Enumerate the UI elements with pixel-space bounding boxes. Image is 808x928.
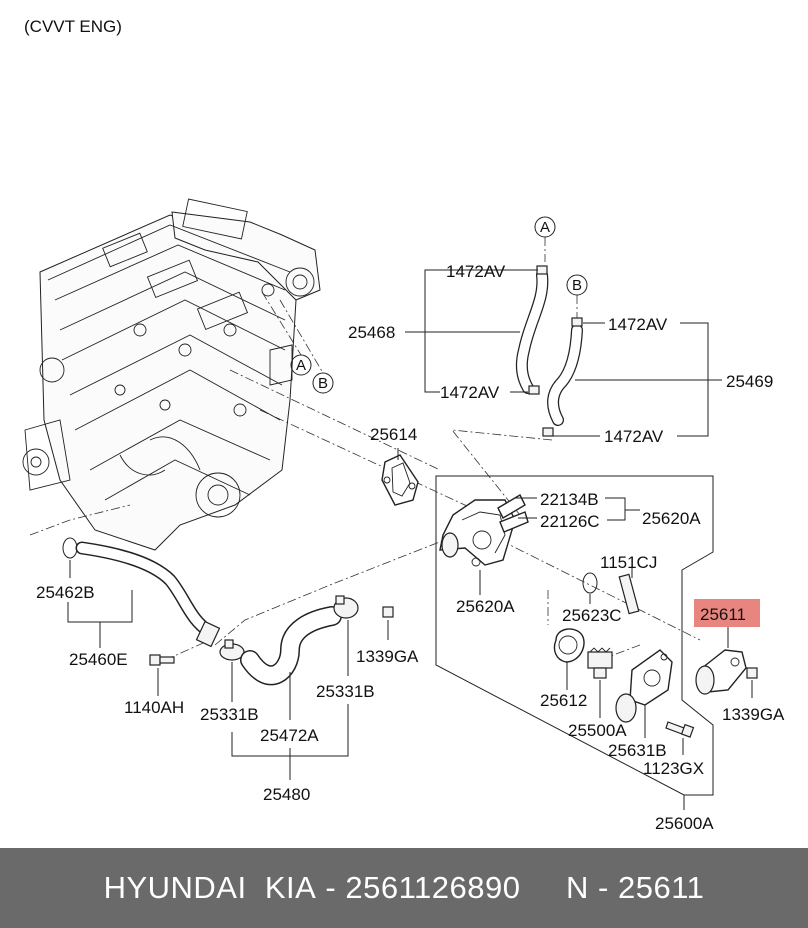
label-25480: 25480 (263, 785, 310, 804)
label-25614: 25614 (370, 425, 417, 444)
parts-diagram: (CVVT ENG) A (22, 17, 785, 833)
label-22126c: 22126C (540, 512, 600, 531)
label-1472av-1: 1472AV (446, 262, 506, 281)
hose-25472a-illustration (240, 606, 342, 686)
label-25460e: 25460E (69, 650, 128, 669)
footer-brand: HYUNDAI KIA (103, 870, 317, 905)
engine-note: (CVVT ENG) (24, 17, 122, 36)
callout-a-top: A (534, 216, 556, 238)
oring-25462b-illustration (62, 537, 78, 559)
housing-25631b-illustration (615, 649, 673, 723)
pipe-25460e-illustration (75, 541, 221, 648)
label-22134b: 22134B (540, 490, 599, 509)
thermostat-25500a-illustration (587, 647, 613, 679)
label-1472av-3: 1472AV (440, 383, 500, 402)
label-1140ah: 1140AH (124, 698, 184, 717)
bolt-1123gx-illustration (665, 721, 695, 738)
label-1339ga-left: 1339GA (356, 647, 419, 666)
label-1151cj: 1151CJ (600, 553, 657, 572)
label-25611[interactable]: 25611 (700, 605, 746, 624)
part-25611-highlight[interactable]: 25611 (694, 599, 760, 627)
footer-n-label: N (566, 870, 589, 905)
label-1123gx: 1123GX (643, 759, 704, 778)
housing-25620a-illustration (439, 494, 529, 567)
label-1472av-4: 1472AV (604, 427, 664, 446)
footer-part-number: 25611 (618, 870, 705, 905)
label-1339ga-right: 1339GA (722, 705, 785, 724)
label-25612: 25612 (540, 691, 587, 710)
svg-text:A: A (540, 219, 550, 236)
svg-text:B: B (318, 375, 328, 392)
label-25331b-left: 25331B (200, 705, 259, 724)
clamp-25331b-left-illustration (219, 639, 245, 661)
label-25620a-right: 25620A (642, 509, 701, 528)
label-25623c: 25623C (562, 606, 622, 625)
engine-block-illustration (22, 198, 321, 551)
label-25620a-left: 25620A (456, 597, 515, 616)
part-number-footer: HYUNDAI KIA - 2561126890 N - 25611 (0, 848, 808, 928)
callout-a-engine: A (290, 354, 312, 376)
nut-1339ga-right-illustration (746, 667, 758, 679)
clamp-25331b-right-illustration (333, 595, 359, 619)
oring-25623c-illustration (582, 572, 598, 594)
bolt-1140ah-illustration (149, 654, 175, 666)
footer-oem-number: 2561126890 (345, 870, 521, 905)
svg-text:B: B (572, 277, 582, 294)
label-25631b: 25631B (608, 741, 667, 760)
nut-1339ga-left-illustration (382, 606, 394, 618)
hose-25468-illustration (515, 265, 549, 395)
callout-b-engine: B (312, 372, 334, 394)
label-25600a: 25600A (655, 814, 714, 833)
stud-1151cj-illustration (618, 573, 640, 615)
fitting-25611-illustration (695, 649, 747, 695)
gasket-25614-illustration (381, 454, 419, 506)
footer-separator-1: - (316, 870, 346, 905)
svg-text:A: A (296, 357, 306, 374)
gasket-25612-illustration (553, 628, 585, 663)
label-25331b-right: 25331B (316, 682, 375, 701)
label-25469: 25469 (726, 372, 773, 391)
callout-b-top: B (566, 274, 588, 296)
highlight-box (694, 599, 760, 627)
footer-separator-2: - (588, 870, 618, 905)
label-25500a: 25500A (568, 721, 627, 740)
label-25462b: 25462B (36, 583, 95, 602)
label-25468: 25468 (348, 323, 395, 342)
label-1472av-2: 1472AV (608, 315, 668, 334)
label-25472a: 25472A (260, 726, 319, 745)
hose-25469-illustration (542, 317, 583, 437)
footer-gap (520, 870, 566, 906)
